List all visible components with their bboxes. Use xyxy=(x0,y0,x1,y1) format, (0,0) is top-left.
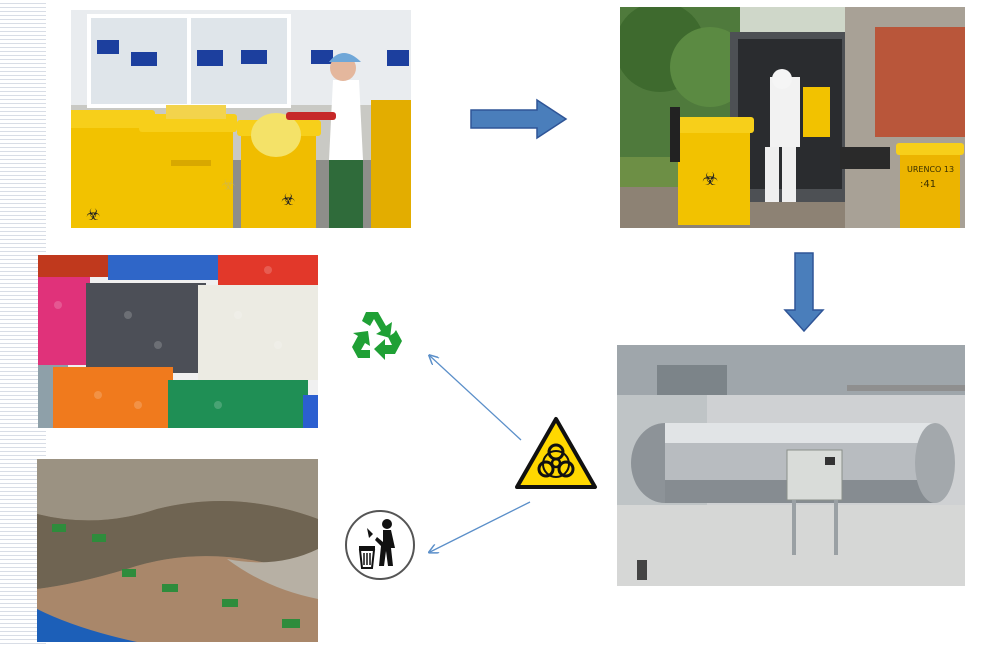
photo-landfill xyxy=(37,459,318,642)
photo-recycled-plastic xyxy=(38,255,318,428)
recycle-icon xyxy=(352,312,402,360)
bin-number-text: :41 xyxy=(920,179,936,190)
svg-text:☣: ☣ xyxy=(221,175,235,194)
bin-label-text: URENCO 13 xyxy=(907,165,954,174)
arrow-down-transport-to-treatment xyxy=(783,252,825,333)
arrow-right-collection-to-transport xyxy=(470,98,568,140)
photo-waste-transport: ☣ URENCO 13 :41 xyxy=(620,7,965,228)
trash-disposal-icon xyxy=(345,510,415,580)
svg-text:☣: ☣ xyxy=(281,190,295,209)
svg-text:☣: ☣ xyxy=(86,205,100,224)
biohazard-icon xyxy=(515,417,597,489)
photo-waste-collection: ☣ ☣ ☣ xyxy=(71,10,411,228)
photo-autoclave-treatment xyxy=(617,345,965,586)
svg-text:☣: ☣ xyxy=(702,169,718,190)
arrow-hazard-to-disposal xyxy=(430,501,531,552)
arrow-hazard-to-recycle xyxy=(430,356,522,441)
